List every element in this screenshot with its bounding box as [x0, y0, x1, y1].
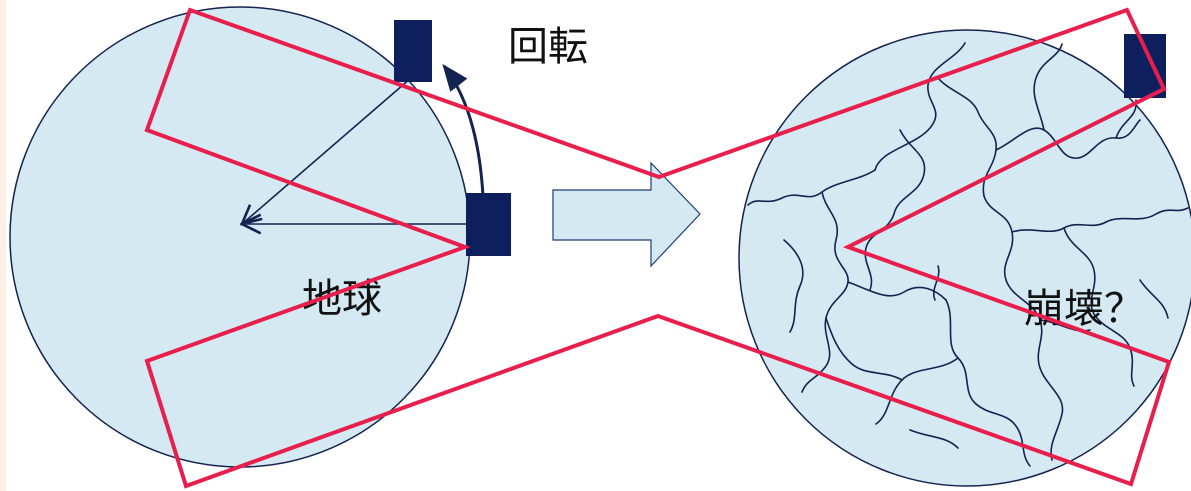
- rotation-label: 回転: [508, 24, 588, 70]
- right-block-arrow-icon: [552, 161, 701, 268]
- cracked-globe: [738, 29, 1191, 487]
- crack-lines: [747, 42, 1189, 467]
- block-detached: [1124, 34, 1166, 98]
- left-edge-tint: [0, 0, 6, 491]
- diagonal-vector: [242, 71, 419, 224]
- earth-globe-group: [9, 6, 511, 468]
- cracked-globe-group: [738, 29, 1191, 487]
- block-surface: [466, 193, 511, 256]
- red-x-overlay: [144, 7, 1172, 489]
- block-rotated: [394, 20, 432, 82]
- collapse-label: 崩壊？: [1024, 286, 1144, 332]
- rotation-arrow: [442, 63, 485, 197]
